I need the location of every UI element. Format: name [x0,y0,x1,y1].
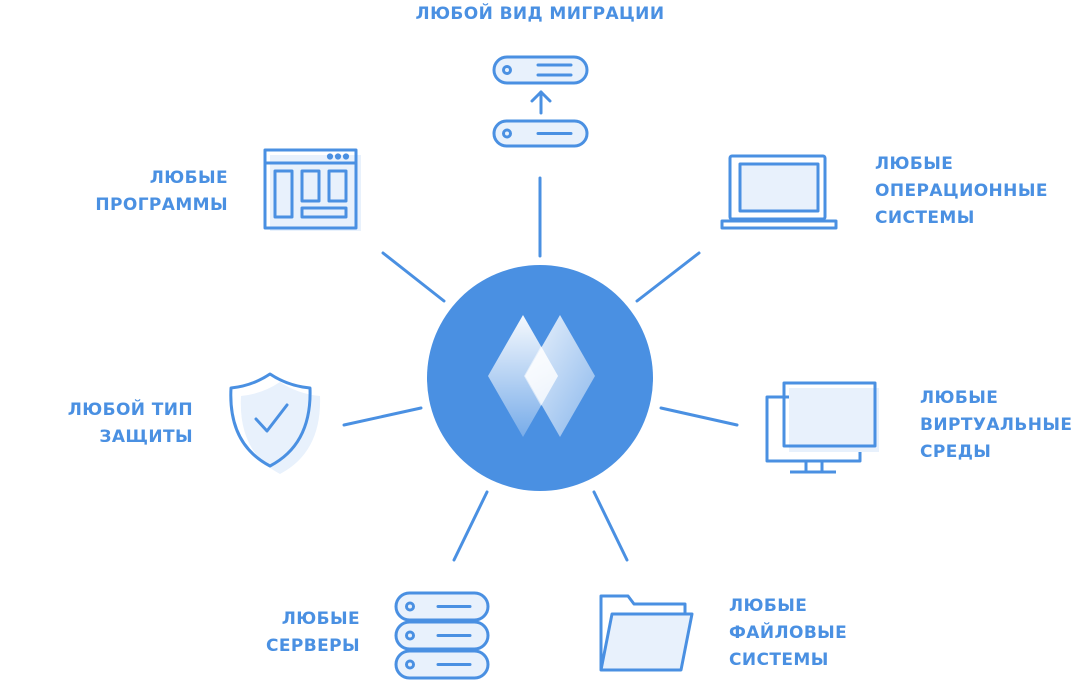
label-protection-line-2: ЗАЩИТЫ [99,427,193,447]
label-programs: ЛЮБЫЕ ПРОГРАММЫ [60,165,228,219]
label-os-line-1: ЛЮБЫЕ [875,154,954,174]
label-servers: ЛЮБЫЕ СЕРВЕРЫ [200,606,360,660]
connector-servers [452,490,489,562]
connector-protection [342,406,423,427]
server-migration-icon [492,55,589,148]
label-os: ЛЮБЫЕ ОПЕРАЦИОННЫЕ СИСТЕМЫ [875,151,1075,232]
connector-os [635,251,701,303]
shield-check-icon [229,372,321,474]
label-filesystems-line-2: ФАЙЛОВЫЕ [729,623,848,643]
monitors-icon [765,381,879,474]
label-os-line-2: ОПЕРАЦИОННЫЕ [875,181,1048,201]
label-filesystems: ЛЮБЫЕ ФАЙЛОВЫЕ СИСТЕМЫ [729,593,929,674]
label-virtual-line-1: ЛЮБЫЕ [920,388,999,408]
label-filesystems-line-3: СИСТЕМЫ [729,650,829,670]
app-window-icon [263,148,361,231]
label-filesystems-line-1: ЛЮБЫЕ [729,596,808,616]
folder-icon [599,594,694,672]
laptop-icon [720,154,838,230]
label-protection: ЛЮБОЙ ТИП ЗАЩИТЫ [20,397,193,451]
hub [427,265,653,491]
label-migration: ЛЮБОЙ ВИД МИГРАЦИИ [365,1,715,28]
label-virtual-line-3: СРЕДЫ [920,442,992,462]
connector-programs [381,251,446,303]
label-os-line-3: СИСТЕМЫ [875,208,975,228]
server-stack-icon [394,591,490,680]
label-programs-line-1: ЛЮБЫЕ [149,168,228,188]
label-virtual: ЛЮБЫЕ ВИРТУАЛЬНЫЕ СРЕДЫ [920,385,1078,466]
label-protection-line-1: ЛЮБОЙ ТИП [67,400,193,420]
label-servers-line-2: СЕРВЕРЫ [266,636,360,656]
connector-virtual [659,406,739,427]
connector-filesystems [592,490,629,562]
connectors [342,176,739,562]
label-programs-line-2: ПРОГРАММЫ [95,195,228,215]
label-virtual-line-2: ВИРТУАЛЬНЫЕ [920,415,1073,435]
diamond-logo-icon [488,315,595,437]
label-servers-line-1: ЛЮБЫЕ [281,609,360,629]
label-migration-line-1: ЛЮБОЙ ВИД МИГРАЦИИ [415,4,665,24]
